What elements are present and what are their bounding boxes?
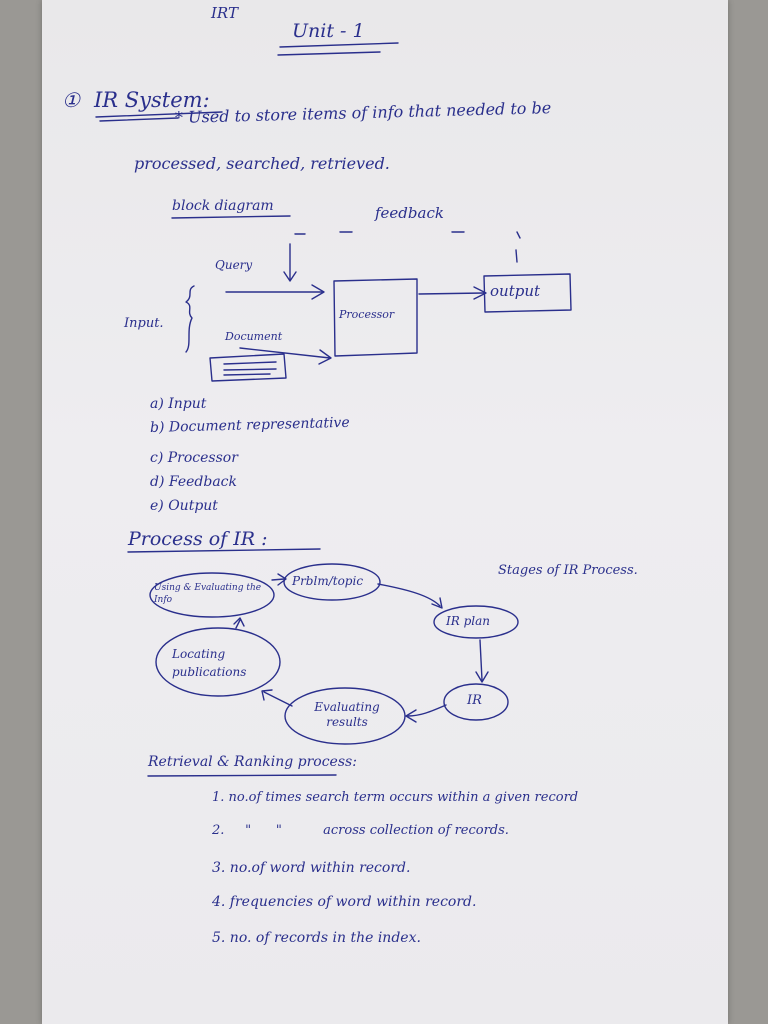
stage-ir-plan: IR plan — [446, 614, 490, 628]
input-label: Input. — [124, 316, 164, 331]
component-item: a) Input — [150, 396, 207, 412]
output-box — [483, 273, 572, 313]
processor-label: Processor — [339, 308, 395, 321]
ellipse-locating — [155, 627, 281, 697]
title-underline — [95, 111, 223, 118]
retrieval-item: 1. no.of times search term occurs within… — [212, 790, 579, 805]
feedback-dash — [516, 231, 521, 239]
input-brace — [185, 285, 195, 353]
ellipse-ir-plan — [433, 605, 519, 639]
arrow-head — [405, 709, 417, 723]
document-icon — [223, 373, 271, 376]
notebook-page — [42, 0, 728, 1024]
document-icon — [223, 361, 277, 365]
output-arrow — [418, 292, 485, 295]
stage-ir: IR — [467, 693, 482, 708]
arrow-plan-to-ir — [479, 639, 483, 681]
feedback-label: feedback — [375, 204, 444, 222]
block-diagram-underline — [171, 215, 291, 219]
retrieval-item: 2. " " across collection of records. — [212, 823, 509, 838]
ellipse-using-info — [149, 572, 275, 618]
query-arrow-head — [311, 284, 325, 300]
retrieval-item: 3. no.of word within record. — [212, 860, 411, 876]
arrow-using-to-problem — [271, 578, 285, 581]
retrieval-title: Retrieval & Ranking process: — [148, 754, 357, 770]
retrieval-underline — [147, 774, 337, 777]
arrow-evaluating-to-locating — [263, 691, 293, 707]
feedback-arrow-head — [283, 271, 297, 282]
arrow-problem-to-plan — [377, 583, 441, 607]
retrieval-item: 4. frequencies of word within record. — [212, 894, 477, 910]
feedback-dash — [515, 249, 518, 263]
document-icon — [223, 368, 277, 371]
retrieval-item: 5. no. of records in the index. — [212, 930, 421, 946]
output-label: output — [490, 282, 541, 300]
ellipse-problem-topic — [283, 563, 381, 601]
document-arrow-head — [318, 349, 332, 365]
stages-label: Stages of IR Process. — [498, 563, 638, 578]
ellipse-evaluating — [284, 687, 406, 745]
output-arrow-head — [473, 286, 487, 300]
process-underline — [127, 548, 321, 553]
process-title: Process of IR : — [128, 528, 268, 550]
unit-underline — [277, 51, 381, 56]
arrow-head — [261, 689, 273, 701]
arrow-locating-to-using — [235, 619, 241, 629]
document-label: Document — [225, 330, 283, 343]
document-arrow — [239, 347, 331, 359]
section-title: IR System: — [94, 88, 210, 112]
unit-underline — [279, 42, 399, 48]
arrow-head — [431, 597, 443, 609]
stage-problem-topic: Prblm/topic — [292, 574, 364, 588]
processor-box — [333, 278, 418, 357]
component-item: c) Processor — [150, 450, 238, 466]
document-icon — [209, 353, 287, 382]
arrow-head — [233, 617, 245, 627]
title-underline — [99, 117, 179, 122]
ellipse-ir — [443, 683, 509, 721]
component-item: d) Feedback — [150, 474, 237, 490]
block-diagram-label: block diagram — [172, 198, 274, 214]
section-number: ① — [62, 88, 80, 112]
component-item: e) Output — [150, 498, 218, 514]
arrow-head — [277, 573, 287, 586]
arrow-head — [475, 671, 489, 683]
stage-evaluating-results: Evaluating results — [314, 700, 380, 729]
stage-locating-publications: Locating publications — [172, 647, 247, 679]
query-label: Query — [215, 258, 253, 272]
arrow-ir-to-evaluating — [407, 704, 447, 717]
unit-heading: Unit - 1 — [292, 20, 365, 42]
definition-line-2: processed, searched, retrieved. — [134, 154, 390, 173]
stage-using-info: Using & Evaluating the Info — [154, 583, 262, 605]
subject-code: IRT — [211, 4, 238, 22]
